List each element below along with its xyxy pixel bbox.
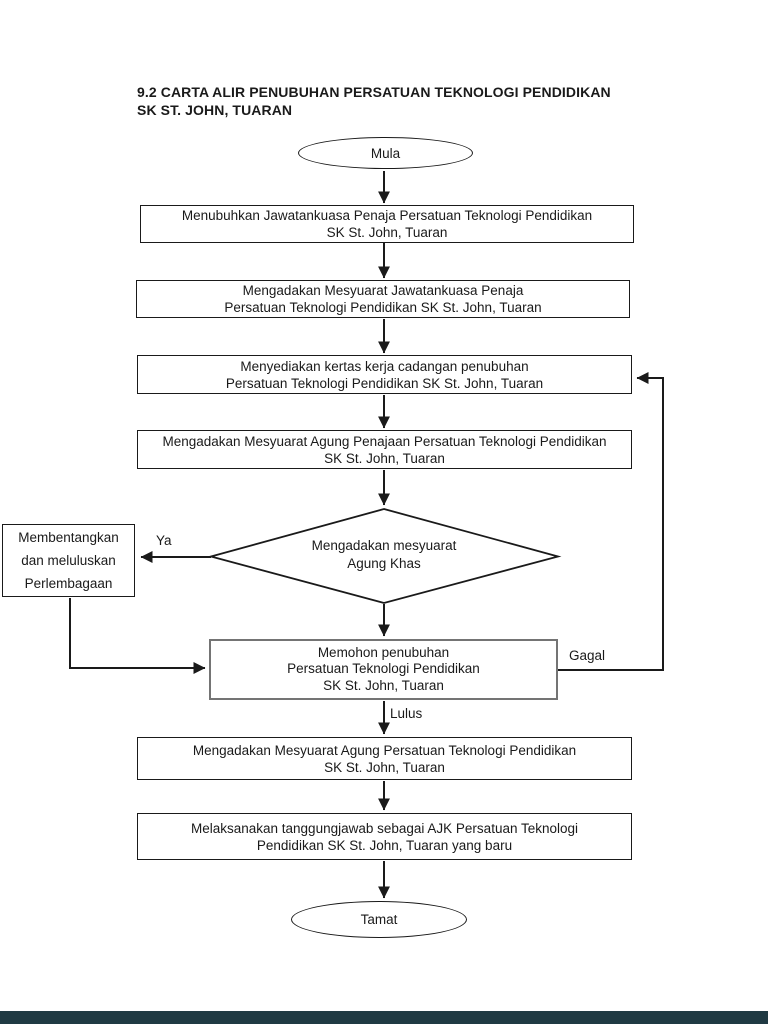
side-box-line2: dan meluluskan xyxy=(21,553,116,568)
page-title-line2: SK ST. JOHN, TUARAN xyxy=(137,101,293,118)
process-box-4-line1: Mengadakan Mesyuarat Agung Penajaan Pers… xyxy=(162,433,607,449)
process-box-4-line2: SK St. John, Tuaran xyxy=(324,450,445,466)
decision-diamond xyxy=(207,508,562,604)
side-process-box-perlembagaan: Membentangkan dan meluluskan Perlembagaa… xyxy=(2,524,135,597)
memohon-line3: SK St. John, Tuaran xyxy=(323,677,444,693)
process-box-5-line1: Mengadakan Mesyuarat Agung Persatuan Tek… xyxy=(192,742,577,758)
process-box-mesyuarat-agung-penajaan: Mengadakan Mesyuarat Agung Penajaan Pers… xyxy=(137,430,632,469)
process-box-mesyuarat-jawatankuasa: Mengadakan Mesyuarat Jawatankuasa Penaja… xyxy=(136,280,630,318)
process-box-2-line2: Persatuan Teknologi Pendidikan SK St. Jo… xyxy=(224,300,542,315)
process-box-1-line2: SK St. John, Tuaran xyxy=(326,225,448,240)
decision-label-line1: Mengadakan mesyuarat xyxy=(311,538,457,553)
process-box-menubuhkan-jawatankuasa: Menubuhkan Jawatankuasa Penaja Persatuan… xyxy=(140,205,634,243)
memohon-line2: Persatuan Teknologi Pendidikan xyxy=(287,661,480,677)
process-box-2-line1: Mengadakan Mesyuarat Jawatankuasa Penaja xyxy=(242,283,524,298)
label-gagal: Gagal xyxy=(569,648,606,663)
memohon-line1: Memohon penubuhan xyxy=(317,644,450,660)
page-title: 9.2 CARTA ALIR PENUBUHAN PERSATUAN TEKNO… xyxy=(137,84,617,119)
line-sidebox-to-memohon xyxy=(69,598,206,674)
start-terminator-label: Mula xyxy=(370,145,401,161)
side-box-line3: Perlembagaan xyxy=(24,576,113,591)
process-box-6-line2: Pendidikan SK St. John, Tuaran yang baru xyxy=(256,837,513,853)
process-box-6-line1: Melaksanakan tanggungjawab sebagai AJK P… xyxy=(190,820,579,836)
decision-label-line2: Agung Khas xyxy=(347,555,421,571)
side-box-line1: Membentangkan xyxy=(18,530,119,545)
decision-label: Mengadakan mesyuarat Agung Khas xyxy=(264,537,504,572)
viewer-bottom-bar xyxy=(0,1011,768,1024)
process-box-kertas-kerja: Menyediakan kertas kerja cadangan penubu… xyxy=(137,355,632,394)
end-terminator: Tamat xyxy=(291,901,467,938)
label-lulus: Lulus xyxy=(390,706,423,721)
process-box-mesyuarat-agung: Mengadakan Mesyuarat Agung Persatuan Tek… xyxy=(137,737,632,780)
process-box-3-line2: Persatuan Teknologi Pendidikan SK St. Jo… xyxy=(225,375,544,391)
process-box-3-line1: Menyediakan kertas kerja cadangan penubu… xyxy=(240,358,529,374)
end-terminator-label: Tamat xyxy=(360,912,398,927)
start-terminator: Mula xyxy=(298,137,473,169)
process-box-melaksanakan-tanggungjawab: Melaksanakan tanggungjawab sebagai AJK P… xyxy=(137,813,632,860)
process-box-5-line2: SK St. John, Tuaran xyxy=(324,759,445,775)
process-box-memohon-penubuhan: Memohon penubuhan Persatuan Teknologi Pe… xyxy=(209,639,558,700)
line-gagal-feedback xyxy=(558,372,664,671)
page-title-line1: 9.2 CARTA ALIR PENUBUHAN PERSATUAN TEKNO… xyxy=(137,84,611,100)
process-box-1-line1: Menubuhkan Jawatankuasa Penaja Persatuan… xyxy=(181,208,593,223)
label-ya: Ya xyxy=(156,533,172,548)
